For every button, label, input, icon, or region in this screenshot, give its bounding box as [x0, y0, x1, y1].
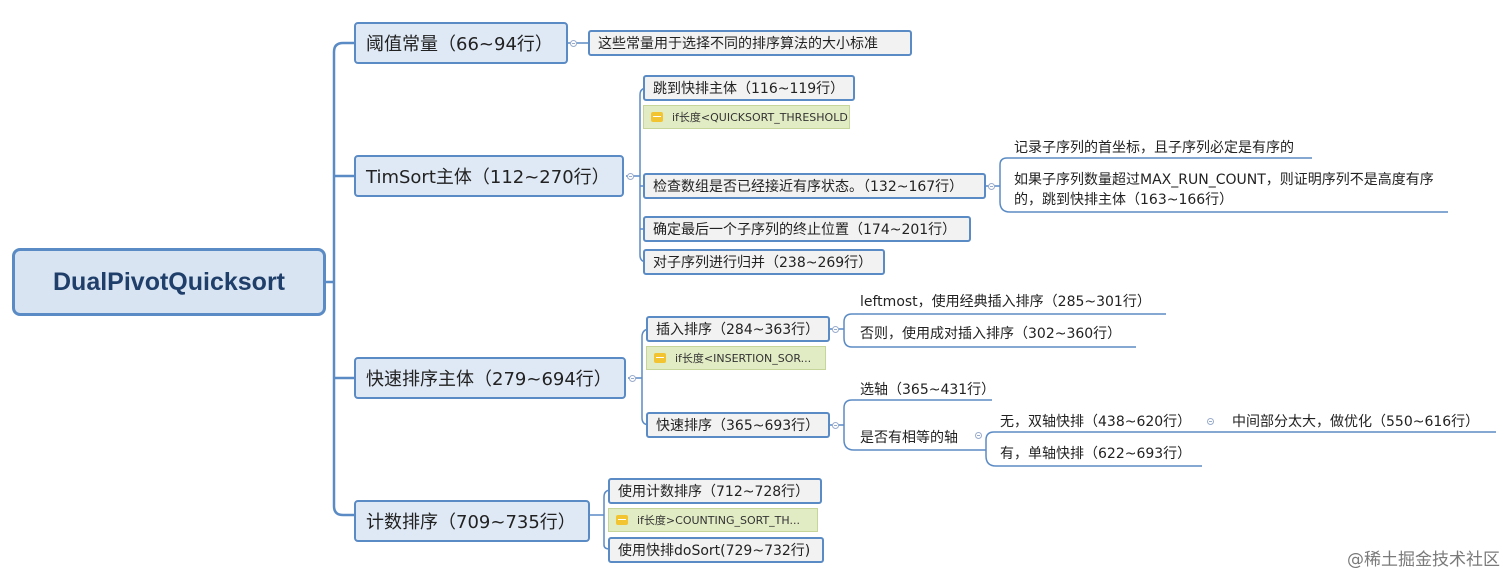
collapse-icon[interactable]: [832, 422, 839, 429]
check-leaf-1[interactable]: 记录子序列的首坐标，且子序列必定是有序的: [1014, 140, 1294, 156]
timsort-merge[interactable]: 对子序列进行归并（238~269行）: [643, 249, 885, 275]
counting-note[interactable]: if长度>COUNTING_SORT_TH...: [608, 508, 818, 532]
collapse-icon[interactable]: [988, 183, 995, 190]
insertion-note[interactable]: if长度<INSERTION_SOR...: [646, 346, 826, 370]
timsort-jump[interactable]: 跳到快排主体（116~119行）: [643, 75, 855, 101]
insertion-leaf-2[interactable]: 否则，使用成对插入排序（302~360行）: [860, 326, 1122, 342]
insertion-leaf-1[interactable]: leftmost，使用经典插入排序（285~301行）: [860, 294, 1151, 310]
counting-use-quick[interactable]: 使用快排doSort(729~732行): [608, 537, 824, 563]
collapse-icon[interactable]: [627, 173, 634, 180]
counting-use-counting[interactable]: 使用计数排序（712~728行）: [608, 478, 822, 504]
branch-threshold[interactable]: 阈值常量（66~94行）: [354, 22, 568, 64]
branch-timsort[interactable]: TimSort主体（112~270行）: [354, 155, 624, 197]
no-equal-leaf[interactable]: 中间部分太大，做优化（550~616行）: [1232, 414, 1480, 430]
watermark: @稀土掘金技术社区: [1347, 550, 1500, 570]
check-leaf-2[interactable]: 如果子序列数量超过MAX_RUN_COUNT，则证明序列不是高度有序的，跳到快排…: [1014, 172, 1434, 208]
quicksort-insertion[interactable]: 插入排序（284~363行）: [646, 316, 830, 342]
pivot-select[interactable]: 选轴（365~431行）: [860, 382, 996, 398]
root-node[interactable]: DualPivotQuicksort: [12, 248, 326, 316]
collapse-icon[interactable]: [975, 432, 982, 439]
collapse-icon[interactable]: [570, 40, 577, 47]
note-text: if长度>COUNTING_SORT_TH...: [637, 514, 800, 527]
note-text: if长度<INSERTION_SOR...: [675, 352, 812, 365]
collapse-icon[interactable]: [1207, 418, 1214, 425]
collapse-icon[interactable]: [832, 326, 839, 333]
timsort-last-run[interactable]: 确定最后一个子序列的终止位置（174~201行）: [643, 216, 971, 242]
no-equal-pivot[interactable]: 无，双轴快排（438~620行）: [1000, 414, 1192, 430]
branch-counting[interactable]: 计数排序（709~735行）: [354, 500, 590, 542]
note-text: if长度<QUICKSORT_THRESHOLD: [672, 111, 848, 124]
equal-pivot[interactable]: 是否有相等的轴: [860, 430, 958, 446]
note-icon: [616, 515, 628, 525]
note-icon: [654, 353, 666, 363]
threshold-leaf[interactable]: 这些常量用于选择不同的排序算法的大小标准: [588, 30, 912, 56]
timsort-check[interactable]: 检查数组是否已经接近有序状态。（132~167行）: [643, 173, 986, 199]
note-icon: [651, 112, 663, 122]
branch-quicksort[interactable]: 快速排序主体（279~694行）: [354, 357, 626, 399]
has-equal-pivot[interactable]: 有，单轴快排（622~693行）: [1000, 446, 1192, 462]
collapse-icon[interactable]: [629, 375, 636, 382]
quicksort-quick[interactable]: 快速排序（365~693行）: [646, 412, 830, 438]
timsort-jump-note[interactable]: if长度<QUICKSORT_THRESHOLD: [643, 105, 850, 129]
